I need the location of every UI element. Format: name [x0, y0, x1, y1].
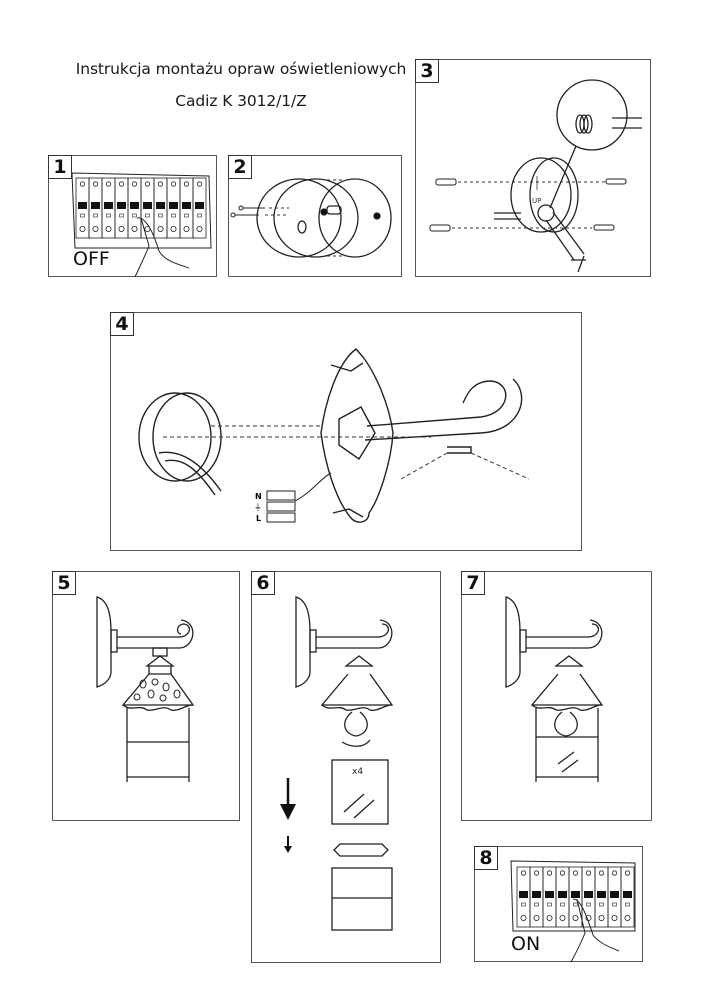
breaker-module [620, 866, 635, 928]
step-number: 7 [461, 571, 485, 595]
step-3-panel: UP 3 [415, 59, 651, 277]
breaker-panel-on-illustration [510, 860, 636, 963]
document-title: Instrukcja montażu opraw oświetleniowych [75, 60, 407, 78]
step-number: 5 [52, 571, 76, 595]
bulb-glass-illustration: x4 [280, 596, 394, 931]
step-caption-off: OFF [73, 248, 110, 270]
frame-removal-illustration [96, 596, 195, 782]
step-7-panel: 7 [461, 571, 652, 821]
step-2-panel: 2 [228, 155, 402, 277]
frame-reattach-illustration [505, 596, 604, 782]
step-4-panel: N ⏚ L 4 [110, 312, 582, 551]
mounting-plate-illustration [230, 178, 392, 258]
model-number: Cadiz K 3012/1/Z [175, 92, 307, 110]
step-number: 8 [474, 846, 498, 870]
up-marking: UP [532, 197, 541, 205]
breaker-panel-off-illustration [71, 172, 212, 278]
step-8-panel: 8 ON [474, 846, 643, 963]
wiring-illustration: N ⏚ L [138, 348, 530, 523]
wall-mounting-illustration: UP [429, 79, 642, 273]
terminal-n-label: N [255, 492, 262, 501]
step-number: 1 [48, 155, 72, 179]
step-number: 4 [110, 312, 134, 336]
terminal-l-label: L [256, 514, 261, 523]
step-number: 2 [228, 155, 252, 179]
step-6-panel: x4 6 [251, 571, 441, 963]
terminal-ground-label: ⏚ [254, 503, 262, 512]
step-5-panel: 5 [52, 571, 240, 821]
step-caption-on: ON [511, 933, 541, 955]
step-1-panel: 1 OFF [48, 155, 217, 278]
glass-count: x4 [352, 767, 363, 777]
step-number: 3 [415, 59, 439, 83]
breaker-module [192, 177, 207, 239]
step-number: 6 [251, 571, 275, 595]
